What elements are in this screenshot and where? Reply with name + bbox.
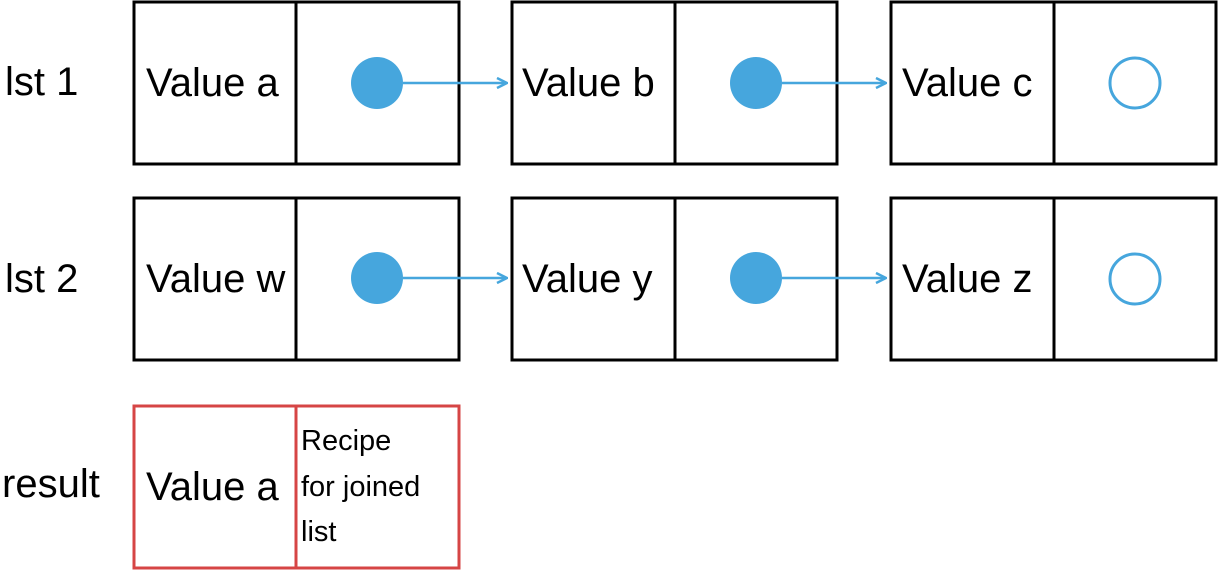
null-pointer-icon: [1108, 56, 1162, 110]
row-label-lst-1: lst 1: [5, 60, 78, 104]
node-value: Value a: [146, 61, 279, 105]
node-value: Value c: [902, 61, 1032, 105]
result-node-value: Value a: [146, 465, 279, 509]
result-row: result Value a Recipe for joined list: [2, 404, 461, 570]
pointer-dot-icon: [351, 57, 403, 109]
node-value: Value y: [522, 257, 652, 301]
recipe-line-1: Recipe: [301, 425, 391, 457]
node-value: Value b: [522, 61, 655, 105]
list-row-2: lst 2 Value w Value y Value z: [5, 196, 1218, 362]
list-1-node-1: Value a: [132, 0, 461, 166]
list-row-1: lst 1 Value a Value b Value c: [5, 0, 1218, 166]
node-value: Value w: [146, 257, 285, 301]
row-label-result: result: [2, 462, 100, 506]
pointer-dot-icon: [730, 57, 782, 109]
list-1-node-2: Value b: [510, 0, 839, 166]
node-value: Value z: [902, 257, 1032, 301]
list-1-node-3: Value c: [889, 0, 1218, 166]
pointer-dot-icon: [730, 252, 782, 304]
null-pointer-icon: [1108, 252, 1162, 306]
recipe-line-2: for joined: [301, 471, 420, 503]
list-2-node-3: Value z: [889, 196, 1218, 362]
row-label-lst-2: lst 2: [5, 257, 78, 301]
pointer-dot-icon: [351, 252, 403, 304]
recipe-line-3: list: [301, 516, 336, 548]
result-node: Value a Recipe for joined list: [132, 404, 461, 570]
list-2-node-1: Value w: [132, 196, 461, 362]
